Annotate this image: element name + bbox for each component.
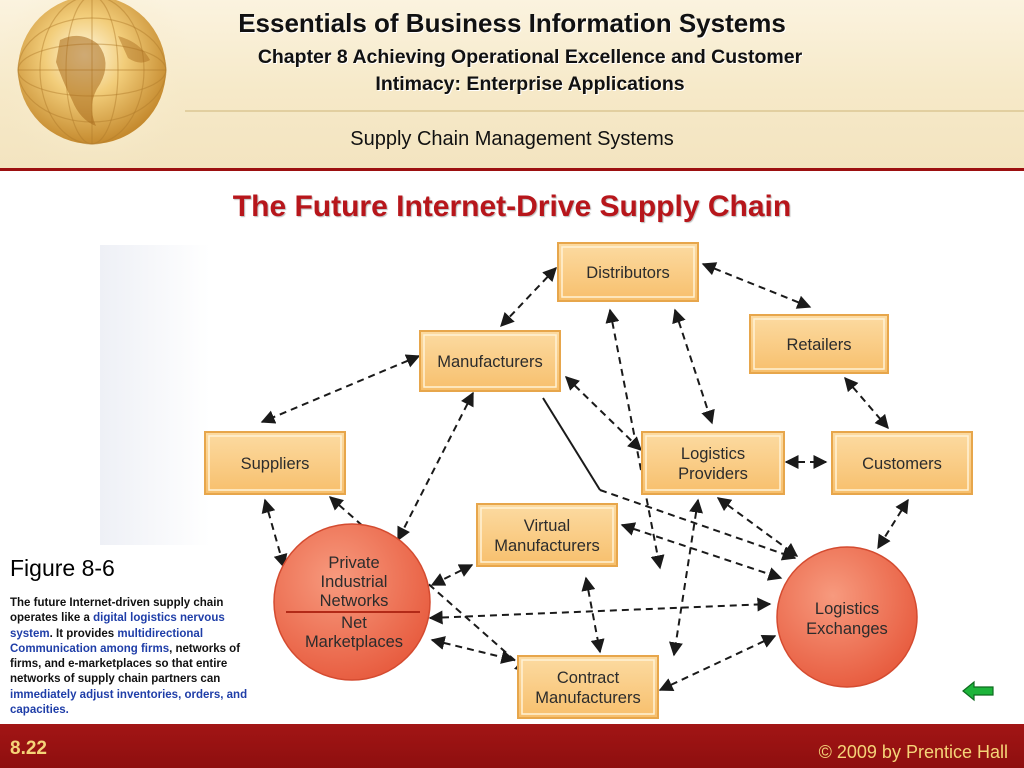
link-virtual-contract (581, 576, 605, 654)
box-contract-label-1: Contract (557, 669, 620, 687)
circle-private-industrial-networks: Private Industrial Networks Net Marketpl… (273, 523, 431, 681)
course-title: Essentials of Business Information Syste… (238, 8, 786, 38)
figure-caption: The future Internet-driven supply chain … (10, 596, 265, 718)
header-rule (185, 110, 1024, 112)
globe-icon (0, 0, 195, 168)
box-logistics-providers: Logistics Providers (641, 431, 785, 495)
box-contract-manufacturers: Contract Manufacturers (517, 655, 659, 719)
copyright-text: © 2009 by Prentice Hall (818, 742, 1008, 762)
box-logistics-providers-label-1: Logistics (681, 445, 745, 463)
caption-highlight-1: digital logistics nervous system (10, 612, 225, 640)
link-pin-exchanges (428, 597, 772, 625)
link-manufacturers-pin (397, 391, 474, 542)
link-suppliers-pin (261, 498, 288, 569)
caption-highlight-2: multidirectional Communication among fir… (10, 627, 204, 655)
box-customers: Customers (831, 431, 973, 495)
slide-title: The Future Internet-Drive Supply Chain (232, 190, 792, 223)
caption-highlight-3: immediately adjust inventories, orders, … (10, 688, 248, 717)
box-virtual-label-1: Virtual (524, 517, 570, 535)
box-distributors: Distributors (557, 242, 699, 302)
link-distributors-retailers (701, 262, 812, 309)
pin-label-3: Networks (320, 592, 389, 610)
slide-number: 8.22 (10, 738, 47, 759)
connectors (260, 262, 909, 691)
figure-label: Figure 8-6 (10, 555, 115, 581)
box-manufacturers-label: Manufacturers (437, 353, 542, 371)
link-distributors-manufacturers (500, 266, 557, 328)
exchanges-label-1: Logistics (815, 600, 879, 618)
circle-logistics-exchanges: Logistics Exchanges (776, 546, 918, 688)
pin-label-1: Private (328, 554, 379, 572)
slide-footer (0, 724, 1024, 768)
slide-header: Essentials of Business Information Syste… (0, 0, 1024, 168)
pin-label-4: Net (341, 614, 367, 632)
link-manufacturers-exchanges-a (542, 397, 601, 491)
header-divider (0, 168, 1024, 171)
caption-text-3: , networks of firms, and e-marketplaces … (10, 642, 241, 686)
box-virtual-label-2: Manufacturers (494, 537, 599, 555)
background-shade (100, 245, 210, 545)
caption-text-1: The future Internet-driven supply chain … (10, 597, 224, 625)
chapter-title-line1: Chapter 8 Achieving Operational Excellen… (257, 46, 803, 68)
chapter-title-line2: Intimacy: Enterprise Applications (375, 73, 685, 95)
caption-text-2: . It provides (49, 627, 118, 640)
exchanges-label-2: Exchanges (806, 620, 888, 638)
link-virtual-exchanges (620, 522, 783, 581)
box-contract-label-2: Manufacturers (535, 689, 640, 707)
pin-label-2: Industrial (321, 573, 388, 591)
section-title: Supply Chain Management Systems (350, 128, 674, 150)
link-pin-contract (430, 636, 516, 664)
pin-label-5: Marketplaces (305, 633, 403, 651)
chapter-title: Chapter 8 Achieving Operational Excellen… (190, 44, 870, 98)
box-distributors-label: Distributors (586, 264, 669, 282)
box-virtual-manufacturers: Virtual Manufacturers (476, 503, 618, 567)
box-retailers-label: Retailers (786, 336, 851, 354)
link-contract-exchanges (658, 635, 777, 691)
link-logistics-providers-exchanges (716, 497, 799, 557)
link-distributors-logistics-providers (672, 308, 715, 425)
box-customers-label: Customers (862, 455, 942, 473)
box-suppliers-label: Suppliers (241, 455, 310, 473)
box-suppliers: Suppliers (204, 431, 346, 495)
link-customers-exchanges (877, 498, 909, 550)
link-retailers-customers (844, 376, 889, 430)
link-manufacturers-logistics-providers (564, 376, 643, 451)
back-arrow-icon[interactable] (962, 680, 994, 702)
box-retailers: Retailers (749, 314, 889, 374)
link-manufacturers-suppliers (260, 354, 421, 424)
box-manufacturers: Manufacturers (419, 330, 561, 392)
link-virtual-pin (430, 564, 474, 586)
box-logistics-providers-label-2: Providers (678, 465, 748, 483)
